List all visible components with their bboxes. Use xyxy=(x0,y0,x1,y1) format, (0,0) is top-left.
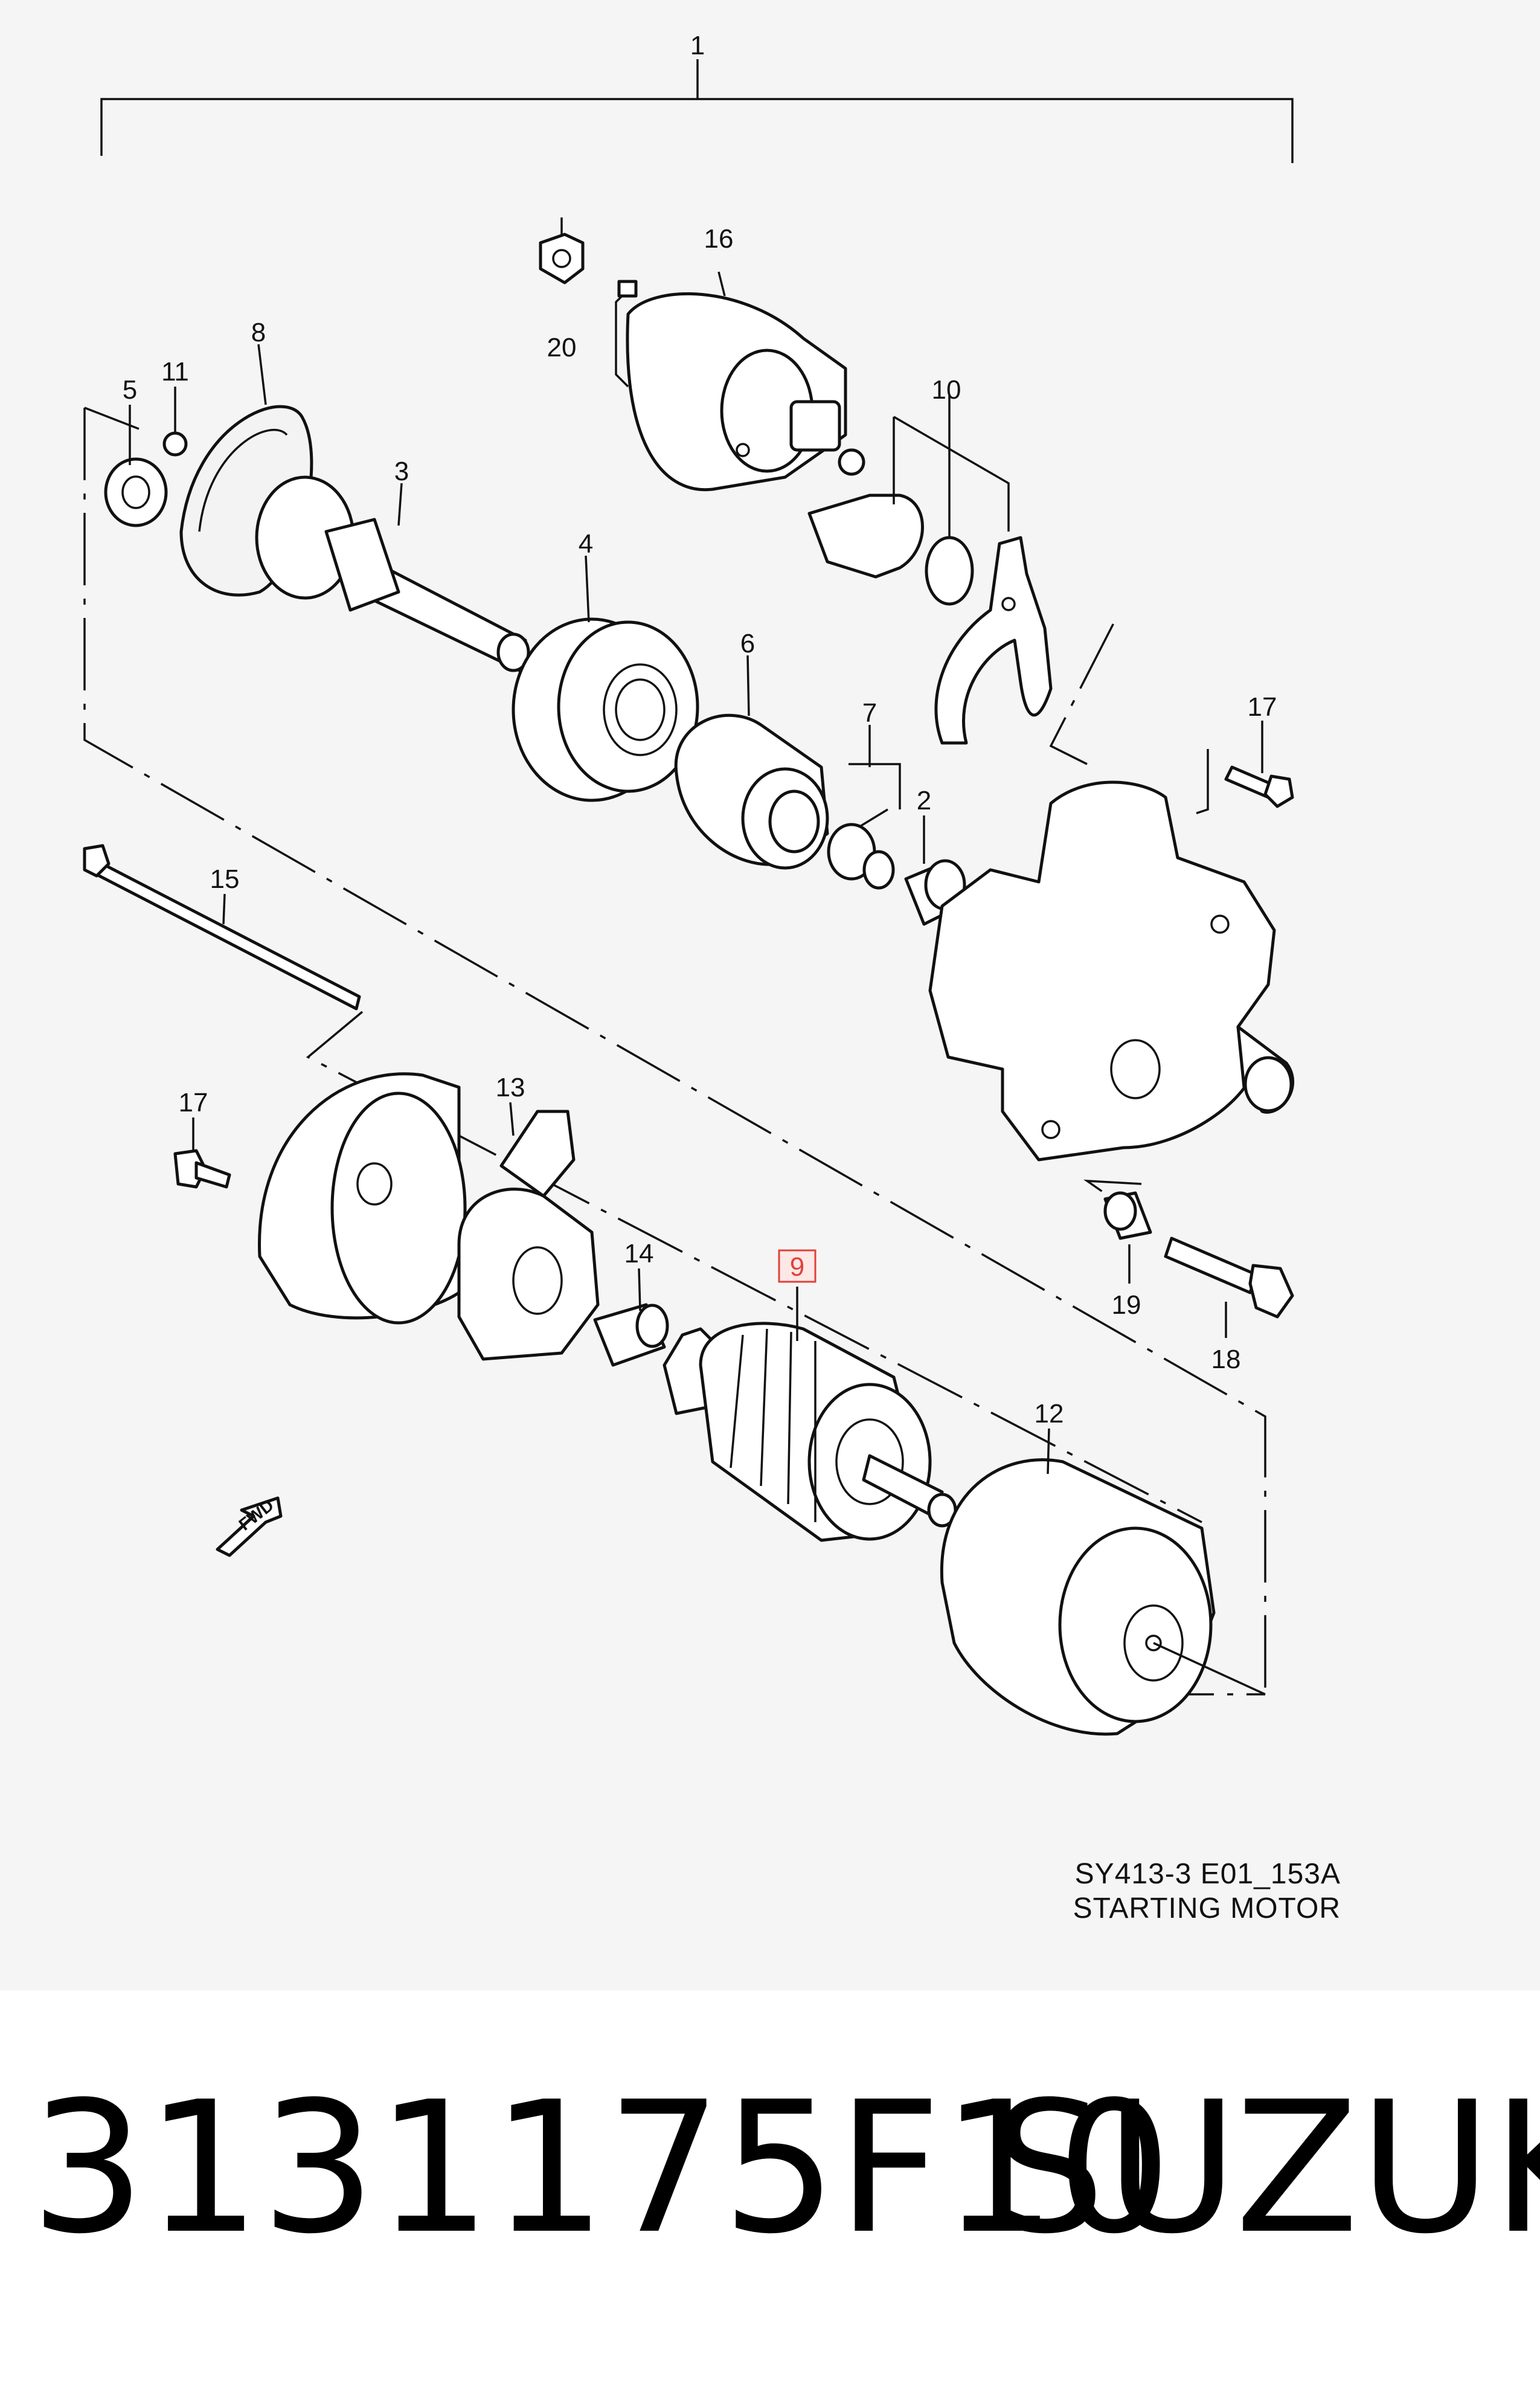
callout-19: 19 xyxy=(1112,1290,1141,1320)
diagram-title: STARTING MOTOR xyxy=(1073,1892,1341,1924)
callout-6: 6 xyxy=(740,629,755,658)
callout-18: 18 xyxy=(1211,1345,1241,1374)
assembly-bracket xyxy=(100,59,1294,163)
part-5-bearing xyxy=(104,457,168,527)
callout-17-lower: 17 xyxy=(179,1088,208,1117)
callout-17-upper: 17 xyxy=(1248,692,1277,722)
part-15-through-bolt xyxy=(83,844,361,1011)
brand-name: SUZUKI xyxy=(990,2063,1540,2274)
callout-16: 16 xyxy=(704,224,734,254)
part-16-solenoid xyxy=(615,280,865,492)
callout-10: 10 xyxy=(932,375,961,405)
part-3-pinion-shaft xyxy=(255,475,530,672)
callout-4: 4 xyxy=(579,529,593,559)
part-10-plunger xyxy=(807,416,1010,606)
part-20-nut xyxy=(539,233,585,285)
shift-lever xyxy=(934,536,1053,745)
callout-9: 9 xyxy=(790,1252,804,1282)
highlight-box-part-9 xyxy=(778,1249,817,1283)
part-17-bolt-upper xyxy=(1224,765,1294,808)
callout-11: 11 xyxy=(161,357,189,387)
part-17-bolt-lower xyxy=(173,1149,231,1189)
callout-3: 3 xyxy=(394,457,409,486)
callout-12: 12 xyxy=(1035,1399,1064,1429)
callout-2: 2 xyxy=(917,786,931,815)
callout-15: 15 xyxy=(210,864,240,894)
part-7-stop-ring xyxy=(827,763,901,890)
rear-cover xyxy=(258,1072,467,1325)
callout-5: 5 xyxy=(123,375,137,405)
exploded-view-drawing: FWD xyxy=(83,31,1295,1736)
part-4-housing xyxy=(512,617,699,802)
callout-14: 14 xyxy=(624,1239,654,1268)
callout-1: 1 xyxy=(690,31,705,60)
fwd-arrow-icon: FWD xyxy=(216,1496,283,1557)
callout-20: 20 xyxy=(547,333,577,362)
part-number: 3131175F10 xyxy=(30,2063,1172,2274)
part-18-bolt xyxy=(1164,1236,1294,1319)
part-13-brush-holder xyxy=(457,1110,600,1361)
part-11-steel-ball xyxy=(162,431,188,457)
front-housing xyxy=(928,780,1295,1162)
part-14-bushing xyxy=(593,1303,669,1367)
callout-leaders xyxy=(129,217,1263,1474)
part-19-bushing xyxy=(1103,1191,1152,1240)
part-9-armature xyxy=(663,1322,957,1542)
diagram-code: SY413-3 E01_153A xyxy=(1074,1858,1341,1890)
callout-labels: 1 2 3 4 5 6 7 8 9 10 11 12 13 14 15 16 1… xyxy=(123,31,1277,1429)
part-12-yoke xyxy=(940,1458,1266,1736)
callout-8: 8 xyxy=(251,318,266,347)
parts-diagram: FWD xyxy=(83,31,1341,1924)
callout-7: 7 xyxy=(862,698,877,728)
callout-13: 13 xyxy=(496,1073,525,1102)
part-6-clutch xyxy=(674,713,829,870)
assembly-guide-lines xyxy=(83,407,1266,1696)
